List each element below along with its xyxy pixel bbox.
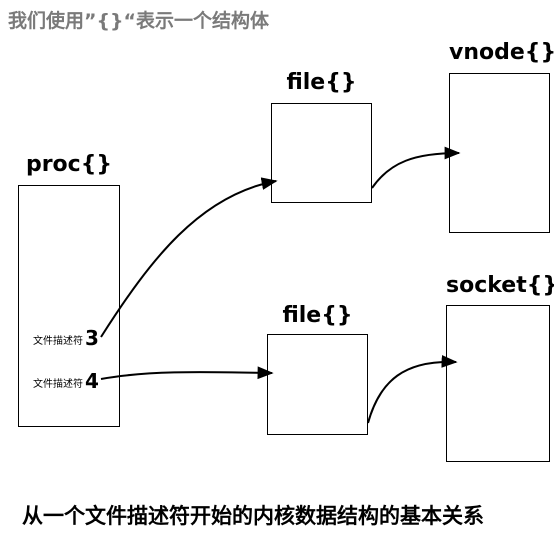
file-bottom-label: file{} [282, 303, 353, 328]
descriptor-4-number: 4 [85, 369, 99, 393]
diagram-caption: 从一个文件描述符开始的内核数据结构的基本关系 [22, 504, 484, 528]
arrow-fd3-to-file-top [100, 177, 278, 338]
arrow-file-bottom-to-socket [367, 355, 458, 424]
socket-box [446, 305, 550, 462]
descriptor-4-label: 文件描述符 [33, 379, 83, 390]
arrow-fd4-to-file-bottom [100, 366, 274, 380]
descriptor-3-number: 3 [85, 326, 99, 350]
file-top-label: file{} [286, 70, 357, 95]
descriptor-3-label: 文件描述符 [33, 336, 83, 347]
vnode-label: vnode{} [449, 40, 554, 65]
file-top-box [271, 103, 372, 203]
proc-label: proc{} [25, 152, 113, 177]
diagram-note: 我们使用”{}“表示一个结构体 [8, 10, 270, 32]
arrow-file-top-to-vnode [371, 146, 461, 189]
proc-box [18, 185, 120, 427]
file-bottom-box [267, 334, 368, 435]
vnode-box [449, 73, 550, 233]
socket-label: socket{} [446, 273, 554, 298]
